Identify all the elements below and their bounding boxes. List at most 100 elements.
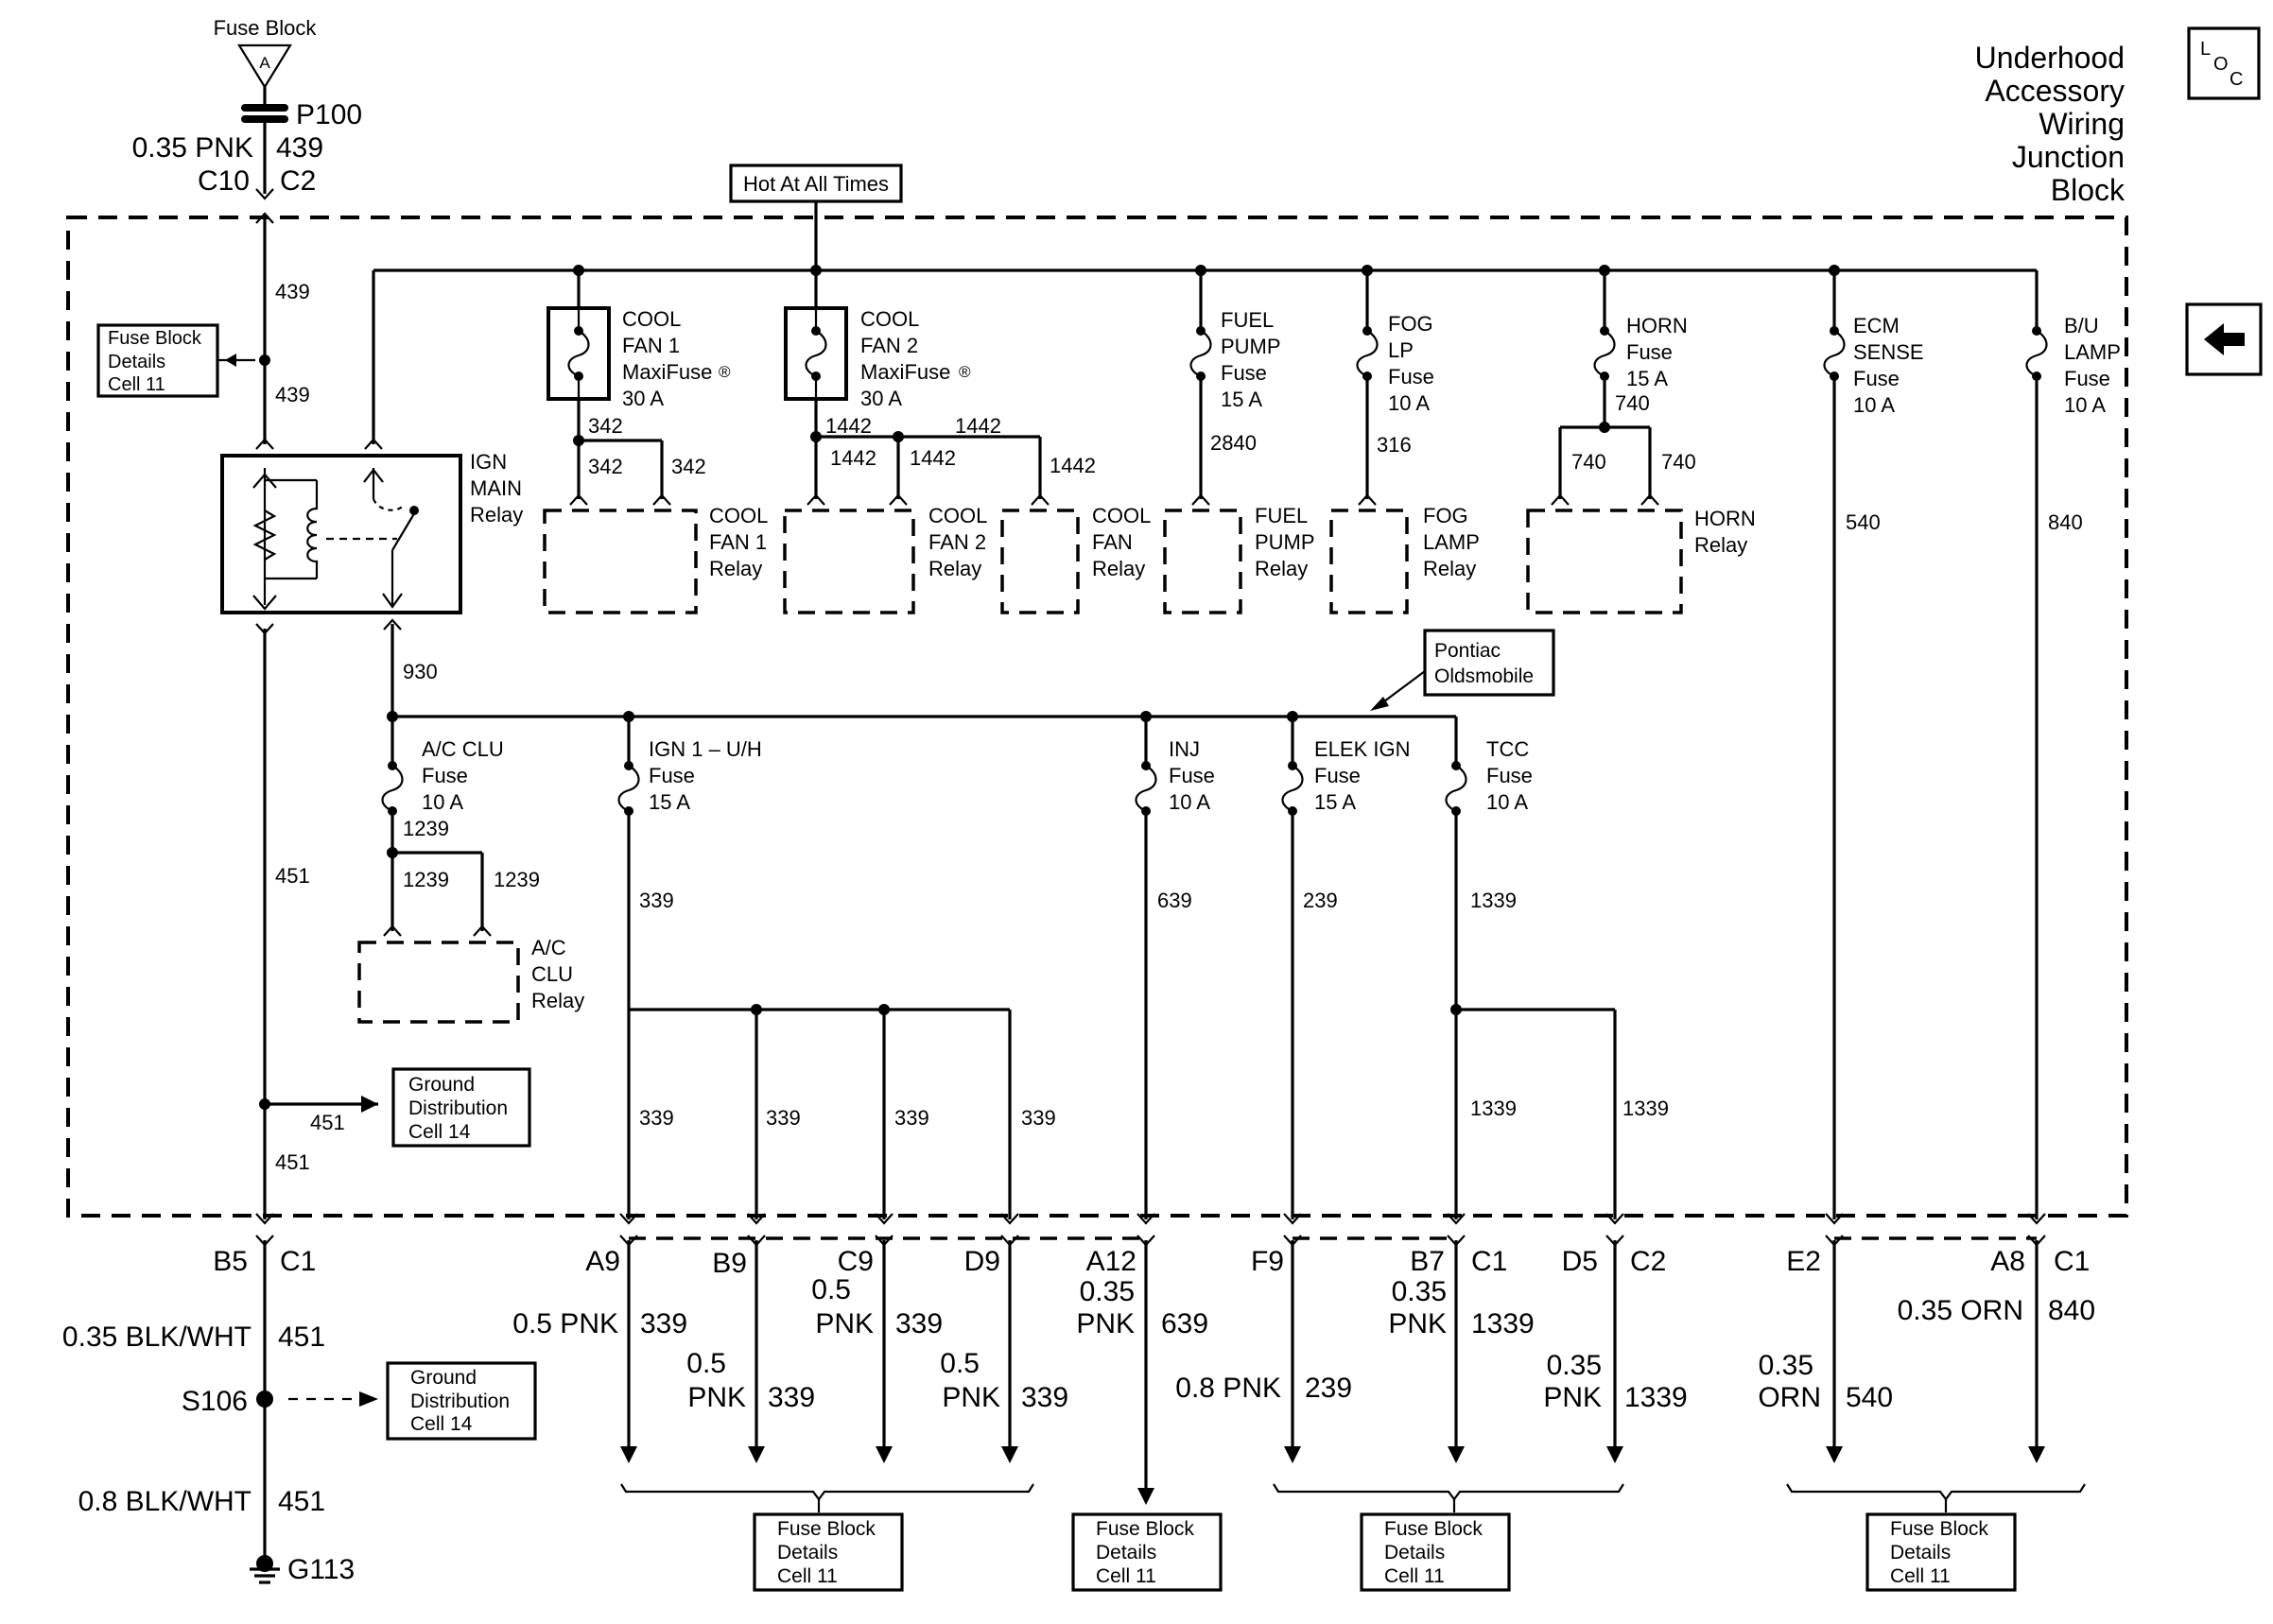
svg-text:Relay: Relay xyxy=(531,989,584,1012)
svg-text:639: 639 xyxy=(1161,1308,1208,1339)
svg-text:PNK: PNK xyxy=(815,1308,874,1339)
svg-text:Fuse: Fuse xyxy=(1221,361,1267,385)
svg-text:30 A: 30 A xyxy=(860,387,902,410)
svg-text:740: 740 xyxy=(1571,450,1606,474)
splice-s106 xyxy=(256,1391,273,1408)
svg-text:B/U: B/U xyxy=(2064,314,2099,337)
svg-text:339: 339 xyxy=(639,1106,674,1130)
svg-text:1339: 1339 xyxy=(1471,1308,1535,1339)
maxifuse-cool-fan-1: COOL FAN 1 MaxiFuse ® 30 A 342 342 342 xyxy=(547,265,731,506)
svg-text:O: O xyxy=(2213,54,2229,75)
svg-text:0.5 PNK: 0.5 PNK xyxy=(512,1308,618,1339)
loc-icon[interactable]: L O C xyxy=(2187,26,2261,100)
svg-text:840: 840 xyxy=(2048,510,2083,534)
svg-text:Distribution: Distribution xyxy=(410,1391,510,1412)
svg-text:740: 740 xyxy=(1615,391,1650,415)
svg-text:10 A: 10 A xyxy=(1169,790,1210,814)
svg-text:0.35: 0.35 xyxy=(1392,1276,1447,1307)
svg-text:COOL: COOL xyxy=(1092,504,1151,527)
svg-text:540: 540 xyxy=(1846,1382,1893,1413)
svg-text:10 A: 10 A xyxy=(1853,393,1895,417)
svg-text:0.35 BLK/WHT: 0.35 BLK/WHT xyxy=(62,1322,252,1353)
svg-text:Oldsmobile: Oldsmobile xyxy=(1434,665,1534,687)
svg-text:Fuse: Fuse xyxy=(1388,365,1434,389)
ecm-sense-fuse: ECM SENSE Fuse 10 A 540 xyxy=(1823,265,1924,1225)
svg-text:339: 339 xyxy=(1021,1382,1068,1413)
output-b9: B9 0.5 PNK 339 xyxy=(686,1235,815,1463)
ground-pin: B5 xyxy=(213,1246,248,1277)
svg-text:339: 339 xyxy=(639,889,674,912)
svg-text:ECM: ECM xyxy=(1853,314,1900,337)
left-arrow-icon[interactable] xyxy=(2185,302,2263,376)
svg-text:15 A: 15 A xyxy=(1626,367,1668,390)
wire-439-upper: 439 xyxy=(275,280,310,303)
svg-text:FUEL: FUEL xyxy=(1255,504,1308,527)
svg-text:1339: 1339 xyxy=(1622,1097,1669,1120)
svg-text:0.35: 0.35 xyxy=(1759,1350,1813,1381)
svg-text:Cell 11: Cell 11 xyxy=(777,1565,838,1587)
brace-239-1339 xyxy=(1273,1483,1624,1501)
connector-p100-label: P100 xyxy=(296,99,362,130)
svg-text:740: 740 xyxy=(1661,450,1696,474)
svg-text:10 A: 10 A xyxy=(2064,393,2106,417)
svg-text:FAN: FAN xyxy=(1092,530,1133,554)
svg-text:HORN: HORN xyxy=(1626,314,1688,337)
svg-text:PUMP: PUMP xyxy=(1221,335,1281,358)
svg-text:Fuse: Fuse xyxy=(649,764,695,787)
svg-text:COOL: COOL xyxy=(622,307,681,331)
svg-text:1339: 1339 xyxy=(1470,889,1517,912)
svg-text:ELEK IGN: ELEK IGN xyxy=(1314,737,1410,761)
ground-distribution-ref-inner[interactable]: Ground Distribution Cell 14 xyxy=(391,1067,531,1148)
feed-connector: C2 xyxy=(280,165,316,197)
output-f9: F9 0.8 PNK 239 xyxy=(1175,1235,1352,1463)
svg-text:MaxiFuse: MaxiFuse xyxy=(860,360,950,384)
svg-text:342: 342 xyxy=(588,414,623,438)
svg-text:0.5: 0.5 xyxy=(686,1348,726,1379)
ground-distribution-ref-outer[interactable]: Ground Distribution Cell 14 xyxy=(386,1361,537,1441)
svg-text:COOL: COOL xyxy=(860,307,919,331)
svg-text:SENSE: SENSE xyxy=(1853,340,1924,364)
svg-text:Distribution: Distribution xyxy=(408,1097,508,1119)
svg-text:1442: 1442 xyxy=(830,446,876,470)
svg-text:PUMP: PUMP xyxy=(1255,530,1315,554)
svg-text:FAN 2: FAN 2 xyxy=(928,530,986,554)
ign-main-label-2: MAIN xyxy=(470,476,522,500)
svg-text:G113: G113 xyxy=(287,1554,355,1585)
fuse-block-details-ref-3[interactable]: Fuse Block Details Cell 11 xyxy=(1360,1512,1511,1592)
fuse-block-details-ref-4[interactable]: Fuse Block Details Cell 11 xyxy=(1865,1512,2017,1592)
svg-text:0.5: 0.5 xyxy=(940,1348,980,1379)
svg-text:LAMP: LAMP xyxy=(2064,340,2121,364)
svg-text:239: 239 xyxy=(1303,889,1338,912)
svg-text:339: 339 xyxy=(1021,1106,1056,1130)
svg-text:®: ® xyxy=(959,363,971,381)
svg-text:342: 342 xyxy=(588,455,623,478)
fuse-block-details-ref-2[interactable]: Fuse Block Details Cell 11 xyxy=(1071,1512,1223,1592)
svg-text:PNK: PNK xyxy=(1543,1382,1602,1413)
svg-text:Hot At All Times: Hot At All Times xyxy=(743,172,889,196)
ground-circuit: B5 C1 0.35 BLK/WHT 451 S106 Ground Distr… xyxy=(62,1235,537,1585)
svg-text:10 A: 10 A xyxy=(422,790,463,814)
wire-451-b: 451 xyxy=(275,1150,310,1174)
svg-text:Ground: Ground xyxy=(408,1074,475,1096)
svg-text:339: 339 xyxy=(640,1308,687,1339)
fuse-block-details-ref-top[interactable]: Fuse Block Details Cell 11 xyxy=(96,323,219,398)
svg-text:FUEL: FUEL xyxy=(1221,308,1274,332)
hot-at-all-times-label: Hot At All Times xyxy=(729,164,903,203)
fog-lamp-relay: FOG LAMP Relay xyxy=(1329,504,1480,614)
fuse-block-feed: Fuse Block A P100 0.35 PNK 439 C10 C2 xyxy=(132,16,362,200)
fuse-block-details-ref-1[interactable]: Fuse Block Details Cell 11 xyxy=(753,1512,904,1592)
svg-text:1442: 1442 xyxy=(910,446,956,470)
svg-text:HORN: HORN xyxy=(1694,507,1756,530)
connector-p100-icon xyxy=(241,104,288,112)
svg-text:451: 451 xyxy=(278,1486,325,1517)
svg-text:FAN 1: FAN 1 xyxy=(622,334,680,357)
junction-block-border xyxy=(66,216,2128,1218)
svg-text:MaxiFuse: MaxiFuse xyxy=(622,360,712,384)
svg-text:15 A: 15 A xyxy=(649,790,690,814)
title-line-5: Block xyxy=(2051,173,2126,207)
output-a8: A8 C1 0.35 ORN 840 xyxy=(1898,1235,2095,1463)
feed-pin: C10 xyxy=(198,165,250,197)
diagram-title: Underhood Accessory Wiring Junction Bloc… xyxy=(1975,41,2126,207)
feed-circuit: 439 xyxy=(276,132,323,164)
svg-text:1239: 1239 xyxy=(403,868,449,891)
